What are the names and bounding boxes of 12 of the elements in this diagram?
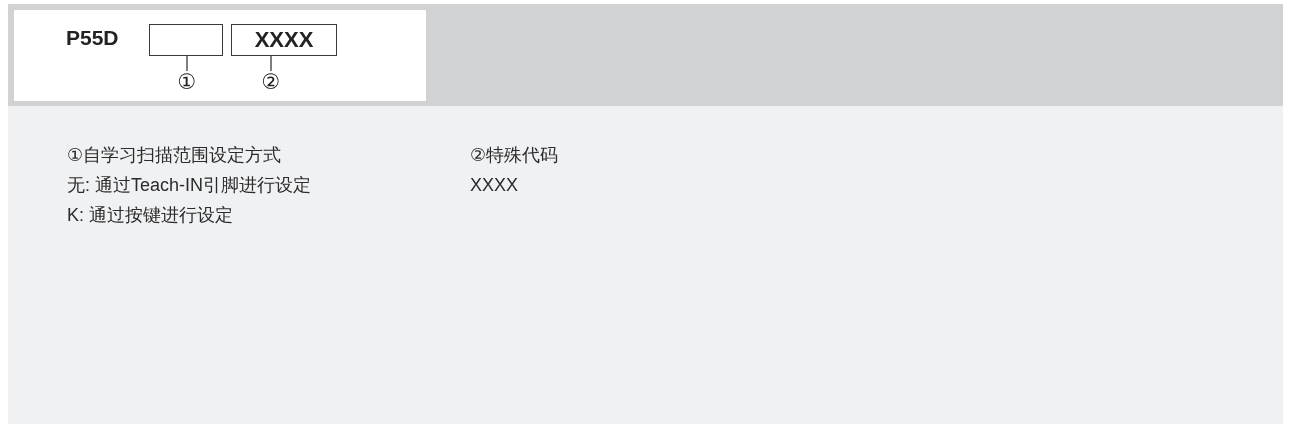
callout-number: ② bbox=[260, 71, 282, 94]
legend-heading: ②特殊代码 bbox=[470, 145, 559, 167]
option-text: K: 通过按键进行设定 bbox=[67, 205, 233, 227]
option-text: 无: 通过Teach-IN引脚进行设定 bbox=[67, 175, 312, 197]
legend-heading: ①自学习扫描范围设定方式 bbox=[67, 145, 282, 167]
code-box: XXXX bbox=[231, 24, 337, 56]
blank-code-box bbox=[149, 24, 223, 56]
leader-line bbox=[186, 55, 188, 72]
code-text: XXXX bbox=[470, 175, 519, 197]
model-code: P55D bbox=[66, 25, 119, 51]
callout-number: ① bbox=[176, 71, 198, 94]
leader-line bbox=[270, 55, 272, 72]
